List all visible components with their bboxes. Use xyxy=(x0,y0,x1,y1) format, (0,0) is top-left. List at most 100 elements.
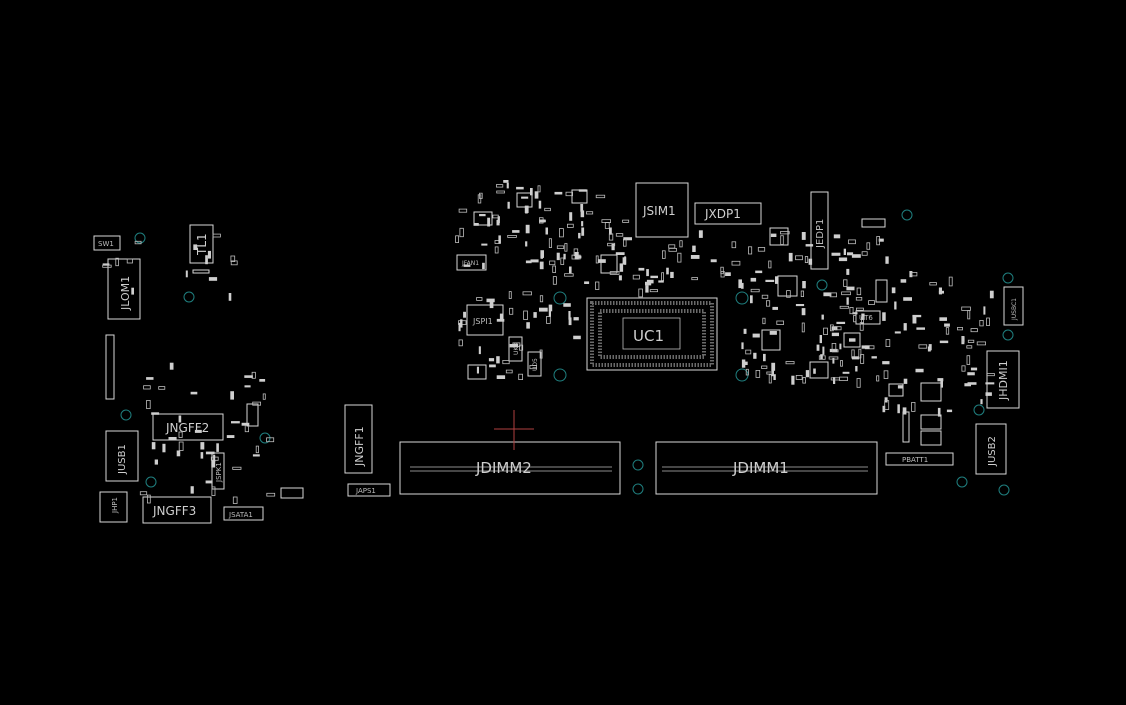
component-jspk1[interactable]: JSPK1 xyxy=(211,452,225,490)
passive-pad xyxy=(690,255,700,259)
passive-pad xyxy=(646,279,654,284)
component-ut6[interactable]: UT6 xyxy=(855,310,881,325)
passive-pad xyxy=(230,260,238,266)
component-jedp1[interactable]: JEDP1 xyxy=(810,191,829,270)
passive-pad xyxy=(742,361,748,365)
passive-pad xyxy=(519,344,524,351)
cursor-crosshair xyxy=(494,410,534,450)
passive-pad xyxy=(649,289,659,293)
passive-pad xyxy=(478,346,481,355)
passive-pad xyxy=(564,243,568,252)
passive-pad xyxy=(611,243,615,251)
component-jngff1[interactable]: JNGFF1 xyxy=(344,404,373,474)
passive-pad xyxy=(976,341,987,346)
passive-pad xyxy=(771,369,774,377)
component-jngff2[interactable]: JNGFF2 xyxy=(152,413,224,441)
label-japs1: JAPS1 xyxy=(355,487,376,495)
passive-pad xyxy=(843,279,848,287)
passive-pad xyxy=(668,247,677,252)
component-jxdp1[interactable]: JXDP1 xyxy=(694,202,762,225)
passive-pad xyxy=(598,259,606,263)
passive-pad xyxy=(615,252,625,255)
passive-pad xyxy=(855,296,863,301)
passive-pad xyxy=(595,255,599,264)
passive-pad xyxy=(526,322,530,329)
passive-pad xyxy=(200,442,205,450)
passive-pad xyxy=(725,272,731,276)
passive-pad xyxy=(252,401,261,406)
component-jdimm2[interactable]: JDIMM2 xyxy=(399,441,621,495)
component-jngff3[interactable]: JNGFF3 xyxy=(142,496,212,524)
passive-pad xyxy=(884,400,890,410)
passive-pad xyxy=(609,227,612,235)
passive-pad xyxy=(944,323,950,327)
passive-pad xyxy=(785,361,795,365)
passive-pad xyxy=(607,242,616,247)
component-jusbc1[interactable]: JUSBC1 xyxy=(1003,286,1024,326)
component-tl1[interactable]: TL1 xyxy=(189,224,214,274)
passive-pad xyxy=(158,386,166,390)
passive-pad xyxy=(476,297,483,301)
passive-pad xyxy=(460,319,463,328)
mounting-hole xyxy=(145,476,157,488)
passive-pad xyxy=(856,378,861,388)
passive-pad xyxy=(241,422,250,426)
passive-pad xyxy=(473,223,479,226)
passive-pad xyxy=(458,339,463,347)
passive-pad xyxy=(601,219,612,223)
passive-pad xyxy=(833,377,836,384)
component-jhp1[interactable]: JHP1 xyxy=(99,491,128,523)
mounting-hole xyxy=(120,409,132,421)
passive-pad xyxy=(805,370,809,378)
small-component xyxy=(920,382,942,402)
passive-pad xyxy=(211,486,216,496)
passive-pad xyxy=(502,359,510,365)
passive-pad xyxy=(763,353,766,362)
passive-pad xyxy=(989,290,994,299)
label-pbatt1: PBATT1 xyxy=(902,456,928,464)
component-pbatt1[interactable]: PBATT1 xyxy=(885,452,954,466)
component-jusb2[interactable]: JUSB2 xyxy=(975,423,1007,475)
passive-pad xyxy=(882,405,886,413)
small-component xyxy=(246,403,259,427)
component-jdimm1[interactable]: JDIMM1 xyxy=(655,441,878,495)
component-jlom1[interactable]: JLOM1 xyxy=(107,258,141,320)
passive-pad xyxy=(479,192,483,199)
label-jngff2: JNGFF2 xyxy=(165,421,209,435)
component-sw1[interactable]: SW1 xyxy=(93,235,121,251)
passive-pad xyxy=(479,214,486,217)
component-ud5[interactable]: UD5 xyxy=(527,351,542,377)
passive-pad xyxy=(143,385,151,390)
passive-pad xyxy=(762,317,766,325)
passive-pad xyxy=(476,366,479,374)
passive-pad xyxy=(211,460,216,468)
passive-pad xyxy=(830,377,840,381)
passive-pad xyxy=(548,304,553,312)
passive-pad xyxy=(745,368,749,376)
passive-pad xyxy=(146,399,151,409)
passive-pad xyxy=(773,374,776,380)
passive-pad xyxy=(829,348,838,353)
component-jsim1[interactable]: JSIM1 xyxy=(635,182,689,238)
passive-pad xyxy=(710,259,717,263)
label-ut6: UT6 xyxy=(859,314,873,322)
passive-pad xyxy=(146,377,154,380)
component-japs1[interactable]: JAPS1 xyxy=(347,483,391,497)
passive-pad xyxy=(738,279,742,289)
component-jsata1[interactable]: JSATA1 xyxy=(223,506,264,521)
passive-pad xyxy=(463,264,471,267)
component-uk3[interactable]: UK3 xyxy=(508,336,523,362)
component-uc1[interactable]: UC1 xyxy=(586,297,718,371)
component-jusb1[interactable]: JUSB1 xyxy=(105,430,139,482)
passive-pad xyxy=(894,301,897,310)
component-jhdmi1[interactable]: JHDMI1 xyxy=(986,350,1020,409)
passive-pad xyxy=(761,365,768,369)
component-jfan1[interactable]: JFAN1 xyxy=(456,254,487,271)
passive-pad xyxy=(829,292,837,298)
passive-pad xyxy=(831,342,837,350)
passive-pad xyxy=(244,385,251,388)
passive-pad xyxy=(967,339,975,343)
passive-pad xyxy=(808,258,813,265)
passive-pad xyxy=(752,333,760,338)
